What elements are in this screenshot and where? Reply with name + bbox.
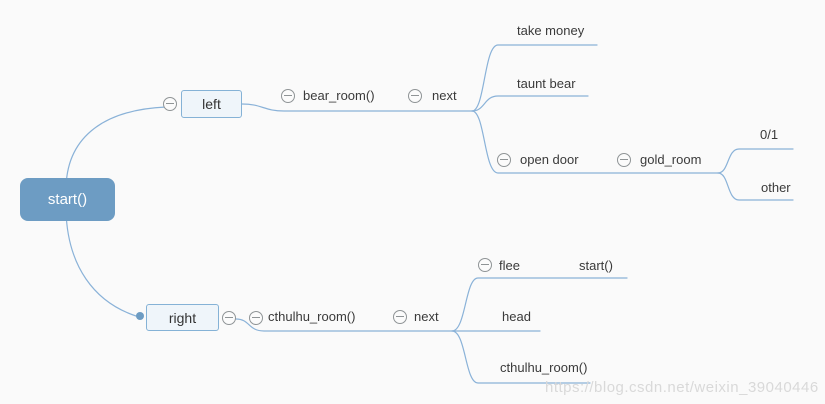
node-bear-room[interactable]: bear_room() <box>303 88 375 103</box>
node-other[interactable]: other <box>761 180 791 195</box>
collapse-icon-open-door[interactable] <box>497 153 511 167</box>
node-left-label: left <box>202 96 221 112</box>
watermark-url: https://blog.csdn.net/weixin_39040446 <box>545 379 819 396</box>
node-next-top[interactable]: next <box>432 88 457 103</box>
connector-root-to-left <box>65 106 167 191</box>
node-next-bottom[interactable]: next <box>414 309 439 324</box>
node-right[interactable]: right <box>146 304 219 331</box>
node-open-door[interactable]: open door <box>520 152 579 167</box>
collapse-icon-left[interactable] <box>163 97 177 111</box>
node-start-root-label: start() <box>47 191 88 208</box>
node-flee[interactable]: flee <box>499 258 520 273</box>
node-taunt-bear[interactable]: taunt bear <box>517 76 576 91</box>
connection-dot-icon <box>136 312 144 320</box>
node-take-money[interactable]: take money <box>517 23 585 38</box>
node-cthulhu-leaf[interactable]: cthulhu_room() <box>500 360 588 375</box>
node-cthulhu-room[interactable]: cthulhu_room() <box>268 309 356 324</box>
node-start-leaf[interactable]: start() <box>579 258 613 273</box>
connector-taunt-bear <box>471 95 589 112</box>
connector-left-branch <box>241 103 473 112</box>
connector-zero-one <box>717 148 794 174</box>
node-head[interactable]: head <box>502 309 531 324</box>
collapse-icon-flee[interactable] <box>478 258 492 272</box>
connector-root-to-right <box>65 211 137 317</box>
connector-other <box>717 172 794 201</box>
node-gold-room[interactable]: gold_room <box>640 152 702 167</box>
collapse-icon-cthulhu-room[interactable] <box>249 311 263 325</box>
collapse-icon-next-top[interactable] <box>408 89 422 103</box>
collapse-icon-gold-room[interactable] <box>617 153 631 167</box>
collapse-icon-bear-room[interactable] <box>281 89 295 103</box>
connector-cthulhu-leaf <box>451 330 591 384</box>
connector-right-branch <box>235 318 541 332</box>
collapse-icon-right[interactable] <box>222 311 236 325</box>
connector-flee <box>451 277 628 332</box>
node-zero-one[interactable]: 0/1 <box>760 127 779 142</box>
node-start-root[interactable]: start() <box>20 178 115 221</box>
connector-open-door <box>471 110 719 174</box>
node-left[interactable]: left <box>181 90 242 118</box>
connector-take-money <box>471 44 598 112</box>
node-right-label: right <box>168 309 197 326</box>
collapse-icon-next-bottom[interactable] <box>393 310 407 324</box>
